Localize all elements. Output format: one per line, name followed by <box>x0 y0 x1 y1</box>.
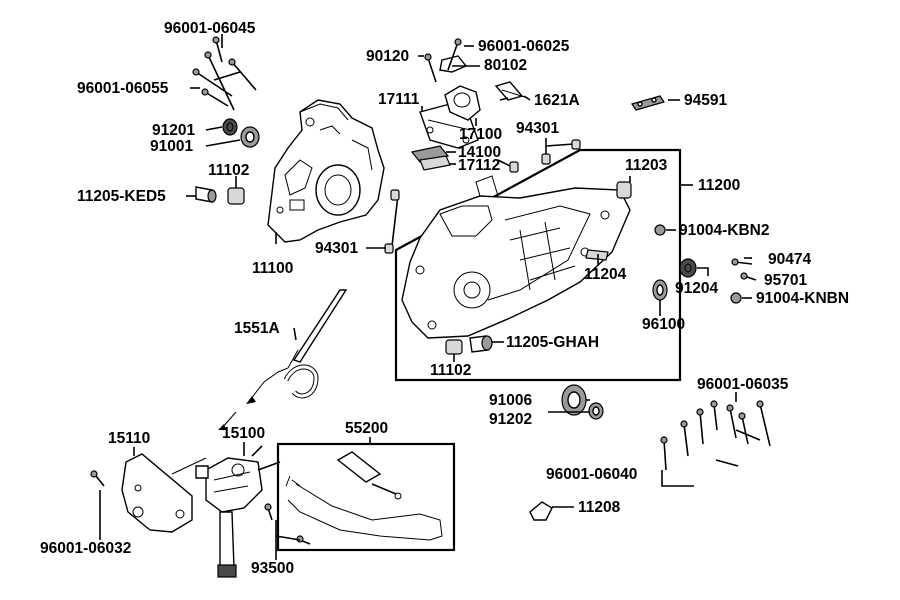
screws-93500 <box>264 503 311 545</box>
seal-91004-knbn <box>730 292 742 304</box>
left-crankcase-11100 <box>267 99 385 243</box>
seal-91004-kbn2 <box>654 224 666 236</box>
label-96001-06040: 96001-06040 <box>546 466 637 483</box>
clip-11208 <box>529 501 553 521</box>
label-96001-06025: 96001-06025 <box>478 38 570 55</box>
label-11203: 11203 <box>625 157 668 174</box>
label-96001-06032: 96001-06032 <box>40 540 131 557</box>
bolt-group-96001-06035 <box>660 400 771 471</box>
label-96001-06045: 96001-06045 <box>164 20 256 37</box>
label-94301-b: 94301 <box>516 120 559 137</box>
label-95701: 95701 <box>764 272 807 289</box>
breather-hose-55200 <box>285 451 443 541</box>
label-11204: 11204 <box>584 266 627 283</box>
dowel-pins-94301-b <box>509 139 581 173</box>
leader-arrow <box>171 457 207 475</box>
bracket-15110 <box>121 453 193 533</box>
label-90474: 90474 <box>768 251 811 268</box>
intake-manifold-17100 <box>419 85 481 149</box>
dowel-11205-ghah <box>469 335 493 353</box>
label-91004-kbn2: 91004-KBN2 <box>679 222 769 239</box>
seal-91201 <box>222 118 238 136</box>
label-17100: 17100 <box>459 126 502 143</box>
label-11200: 11200 <box>698 177 740 194</box>
label-17111: 17111 <box>378 91 420 108</box>
group-frame-55200 <box>276 442 456 552</box>
label-11102-a: 11102 <box>208 162 249 179</box>
label-91001: 91001 <box>150 138 193 155</box>
reed-valve-14100 <box>410 145 450 163</box>
label-91202: 91202 <box>489 411 532 428</box>
label-96100: 96100 <box>642 316 685 333</box>
label-14100: 14100 <box>458 144 501 161</box>
label-96001-06055: 96001-06055 <box>77 80 169 97</box>
dowel-11102 <box>227 187 245 205</box>
label-91201: 91201 <box>152 122 195 139</box>
label-15110: 15110 <box>108 430 150 447</box>
label-17112: 17112 <box>458 157 500 174</box>
pin-11204 <box>585 249 609 261</box>
leader-lines <box>99 34 752 560</box>
label-11205-ghah: 11205-GHAH <box>506 334 599 351</box>
label-11205-ked5: 11205-KED5 <box>77 188 166 205</box>
label-91204: 91204 <box>675 280 718 297</box>
label-94301-a: 94301 <box>315 240 358 257</box>
bearing-91204 <box>679 258 697 278</box>
bearing-91006 <box>561 384 587 416</box>
label-96001-06035: 96001-06035 <box>697 376 789 393</box>
label-90120: 90120 <box>366 48 409 65</box>
bracket-94591 <box>631 95 665 111</box>
label-91004-knbn: 91004-KNBN <box>756 290 849 307</box>
label-15100: 15100 <box>222 425 265 442</box>
bolt-group-96001-06045 <box>192 36 257 111</box>
label-1621a: 1621A <box>534 92 580 109</box>
label-11208: 11208 <box>578 499 621 516</box>
clamp-80102 <box>439 55 468 73</box>
label-91006: 91006 <box>489 392 532 409</box>
label-93500: 93500 <box>251 560 294 577</box>
bolt-96001-06032 <box>95 475 105 487</box>
label-55200: 55200 <box>345 420 388 437</box>
label-1551a: 1551A <box>234 320 280 337</box>
dowel-pin-94301-a <box>391 194 399 247</box>
oil-pump-15100 <box>195 445 281 578</box>
label-11102-b: 11102 <box>430 362 471 379</box>
bolt-96001-06025 <box>447 41 459 71</box>
label-94591: 94591 <box>684 92 727 109</box>
oil-hose-1551a <box>218 289 348 430</box>
dowel-11102-b <box>445 339 463 355</box>
dowel-11203 <box>616 181 632 199</box>
label-80102: 80102 <box>484 57 527 74</box>
screw-90120 <box>427 57 437 83</box>
gasket-17112 <box>419 155 451 171</box>
bracket-1621a <box>494 81 524 101</box>
label-11100: 11100 <box>252 260 293 277</box>
